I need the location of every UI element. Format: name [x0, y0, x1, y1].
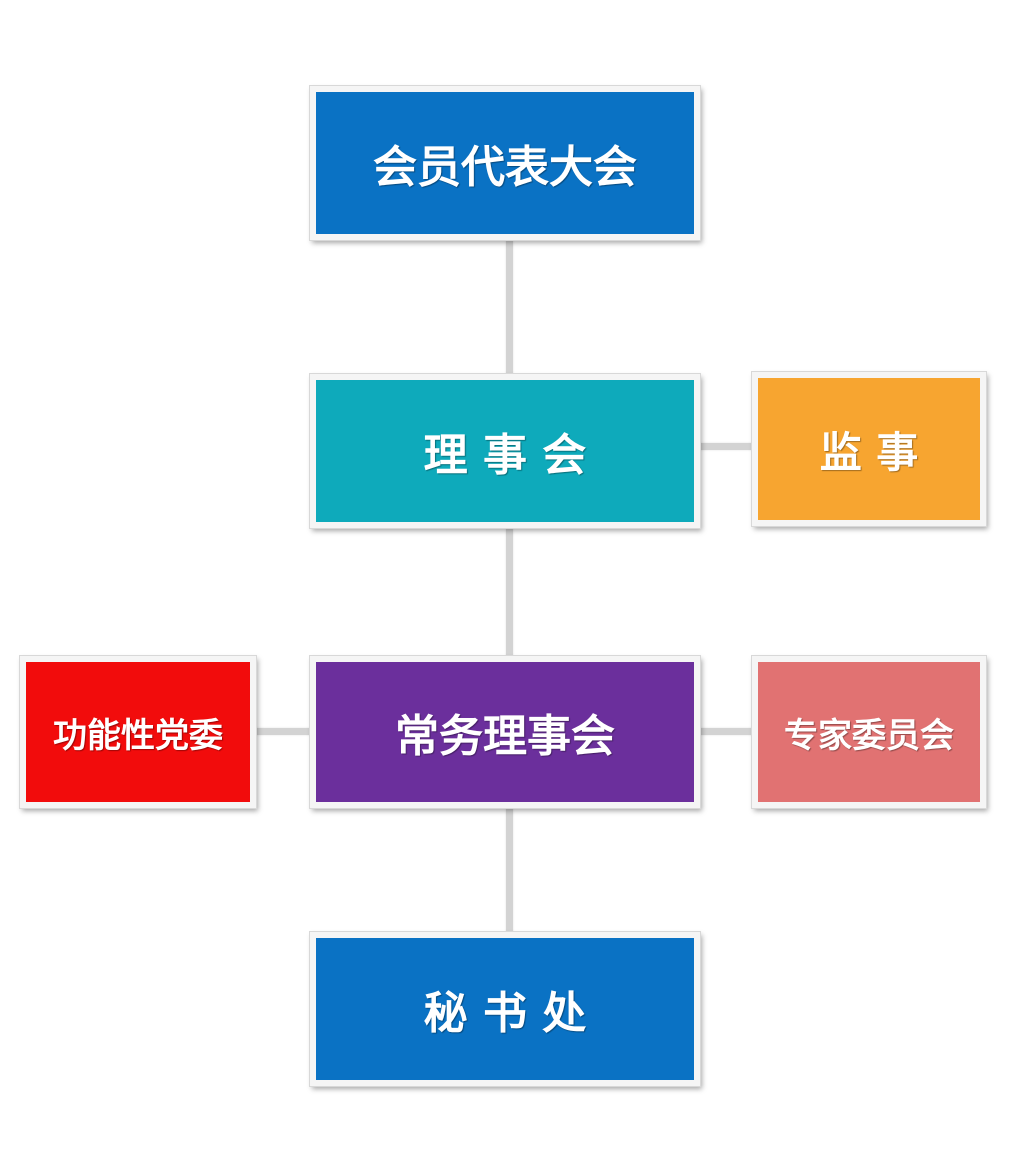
supervisor-box: 监 事	[751, 371, 987, 527]
connector-party-standing	[254, 728, 312, 735]
party-committee-box: 功能性党委	[19, 655, 257, 809]
expert-committee-box: 专家委员会	[751, 655, 987, 809]
council-box: 理 事 会	[309, 373, 701, 529]
connector-standing-expert	[698, 728, 754, 735]
secretariat-box: 秘 书 处	[309, 931, 701, 1087]
connector-council-supervisor	[698, 443, 754, 450]
standing-council-box: 常务理事会	[309, 655, 701, 809]
party-committee-label: 功能性党委	[53, 715, 223, 756]
council-label: 理 事 会	[423, 430, 587, 481]
expert-committee-label: 专家委员会	[784, 715, 954, 756]
supervisor-label: 监 事	[819, 427, 919, 477]
standing-council-label: 常务理事会	[395, 711, 615, 762]
general-assembly-box: 会员代表大会	[309, 85, 701, 241]
secretariat-label: 秘 书 处	[423, 988, 587, 1039]
connector-standing-secretariat	[506, 806, 513, 934]
connector-assembly-council	[506, 238, 513, 376]
connector-council-standing	[506, 526, 513, 658]
general-assembly-label: 会员代表大会	[373, 142, 637, 193]
